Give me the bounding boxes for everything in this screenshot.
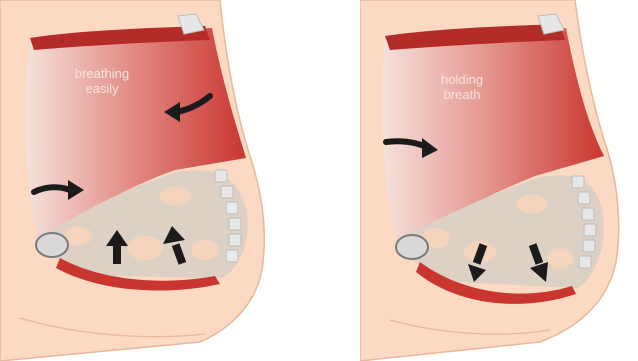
label-line: breathing [52, 66, 152, 81]
label-line: easily [52, 81, 152, 96]
breathing-easily-label: breathing easily [52, 66, 152, 96]
pubic-bone [36, 233, 68, 257]
organ [127, 236, 163, 260]
label-line: breath [412, 87, 512, 102]
organ [159, 187, 191, 205]
organ [546, 248, 574, 268]
holding-breath-label: holding breath [412, 72, 512, 102]
label-line: holding [412, 72, 512, 87]
organ [516, 195, 548, 213]
holding-breath-panel [360, 0, 638, 361]
pubic-bone [396, 235, 428, 259]
breathing-easily-panel [0, 0, 300, 361]
organ [191, 240, 219, 260]
